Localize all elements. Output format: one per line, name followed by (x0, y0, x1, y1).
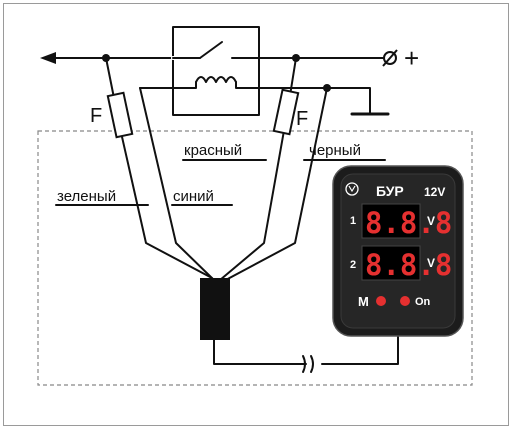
wire-label-blue: синий (173, 188, 214, 205)
relay-switch-blade (199, 41, 223, 59)
relay-coil (195, 76, 237, 83)
wire-connector (200, 278, 230, 340)
cable-break-mark-2 (310, 355, 314, 373)
relay-box (172, 26, 260, 116)
dashed-boundary (37, 130, 473, 386)
button-on-label: On (415, 296, 431, 308)
wire-label-red: красный (184, 142, 242, 159)
red-wire (219, 57, 297, 281)
image-frame (3, 3, 509, 426)
device-voltage: 12V (424, 185, 445, 199)
display-1-index: 1 (350, 215, 356, 227)
terminal-slash (382, 49, 398, 67)
wire-label-green: зеленый (57, 188, 116, 205)
green-wire (105, 57, 213, 279)
display-1-unit: V (427, 214, 435, 228)
cable-left (213, 339, 307, 365)
fuse-right (272, 88, 300, 136)
ground-lead (326, 87, 371, 114)
coil-lead-right (235, 81, 328, 89)
junction-dot (292, 54, 300, 62)
cable-break-mark-1 (302, 355, 306, 373)
device-title: БУР (376, 183, 404, 199)
display-2 (361, 245, 421, 281)
wire-label-black: черный (309, 142, 361, 159)
bur-device: БУР 12V 1 8.8.8 V 2 8.8.8 V M On (332, 165, 464, 337)
fuse-right-label: F (296, 108, 308, 130)
black-wire (221, 87, 328, 283)
button-m-label: M (358, 294, 369, 309)
display-2-unit: V (427, 256, 435, 270)
cable-right (321, 332, 399, 365)
display-2-index: 2 (350, 259, 356, 271)
blue-wire (139, 87, 215, 281)
display-1 (361, 203, 421, 239)
plus-sign: + (404, 43, 419, 73)
display-1-reading: 8.8.8 (365, 206, 452, 240)
junction-dot (102, 54, 110, 62)
device-logo-icon (345, 182, 359, 196)
fuse-left-label: F (90, 105, 102, 127)
button-on[interactable] (400, 296, 410, 306)
fuse-left (106, 91, 134, 139)
button-m[interactable] (376, 296, 386, 306)
coil-lead-left (139, 81, 197, 89)
display-2-reading: 8.8.8 (365, 248, 452, 282)
junction-dot (323, 84, 331, 92)
bus-arrow-icon (40, 52, 56, 64)
